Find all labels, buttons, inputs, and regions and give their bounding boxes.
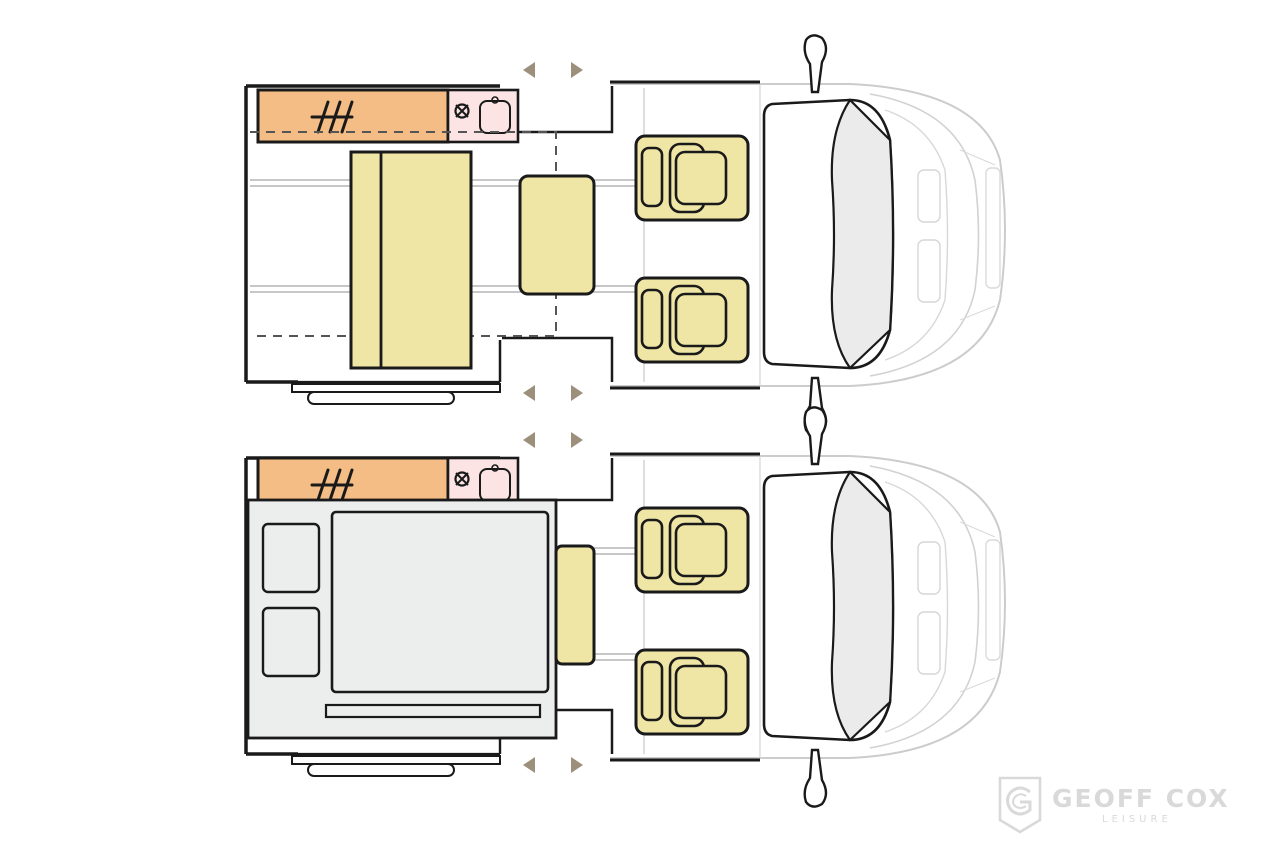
- day-layout-plan: [244, 33, 1007, 437]
- g-shield-logo-icon: [998, 776, 1042, 834]
- night-layout-plan: [244, 405, 1007, 809]
- brand-name: GEOFF COX: [1052, 784, 1230, 813]
- swivel-arrow-icon: [523, 62, 583, 78]
- swivel-arrow-icon: [523, 757, 583, 773]
- swivel-arrow-icon: [523, 432, 583, 448]
- brand-tagline: LEISURE: [1102, 814, 1172, 825]
- swivel-arrow-icon: [523, 385, 583, 401]
